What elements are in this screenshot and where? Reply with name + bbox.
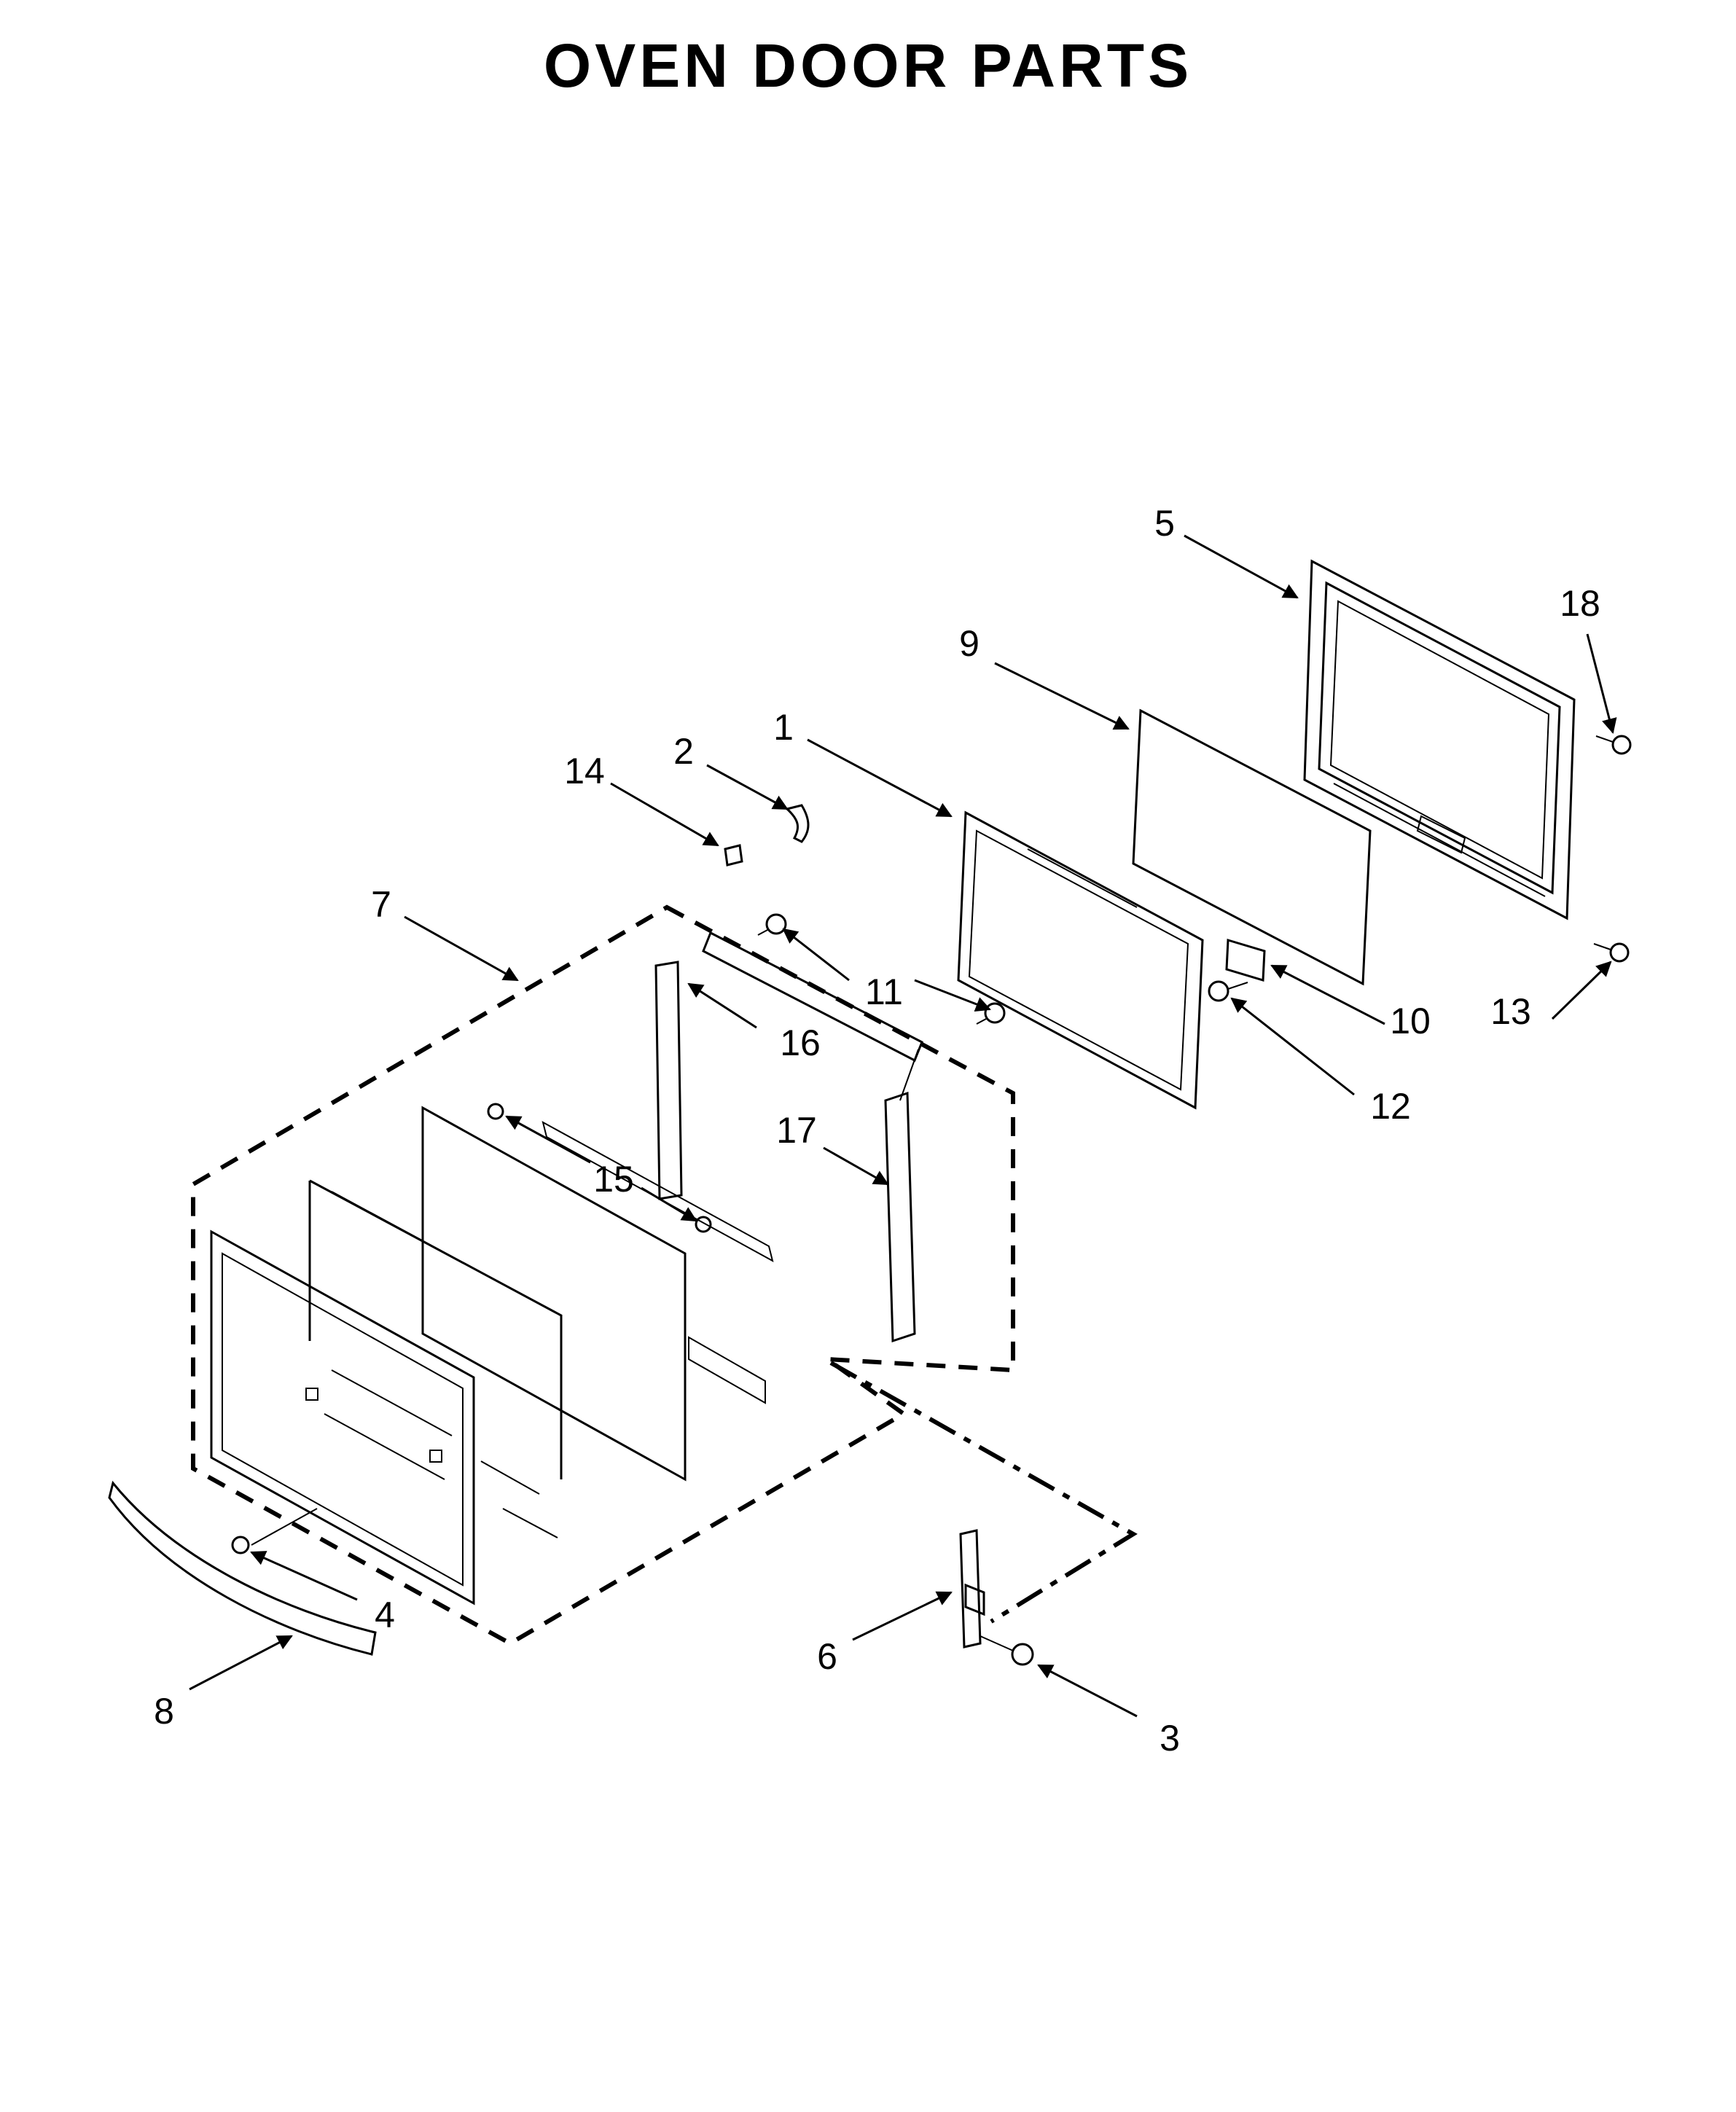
callout-3: 3 [1160, 1718, 1180, 1759]
part-5-outer-frame [1303, 559, 1576, 920]
callout-13: 13 [1490, 991, 1531, 1032]
callout-7: 7 [371, 884, 391, 925]
part-6-hinge [829, 1361, 1138, 1648]
part-3-screw [980, 1635, 1034, 1666]
part-9-glass [1132, 708, 1372, 986]
part-2-clip [784, 804, 810, 843]
outer-door-panel [210, 1229, 475, 1605]
callout-6: 6 [817, 1636, 837, 1677]
callout-5: 5 [1154, 503, 1175, 544]
callout-8: 8 [154, 1691, 174, 1732]
callout-2: 2 [673, 731, 694, 772]
part-18-screw [1595, 735, 1632, 755]
middle-glass-frame [308, 1179, 563, 1538]
part-13-screw [1593, 942, 1630, 963]
callout-4: 4 [375, 1595, 395, 1635]
callout-10: 10 [1390, 1001, 1431, 1041]
leader-lines [189, 534, 1617, 1718]
callout-9: 9 [959, 623, 980, 664]
part-16-side-rail [654, 931, 923, 1200]
part-15-spacer-bottom [695, 1216, 712, 1233]
callout-17: 17 [776, 1110, 817, 1151]
callout-12: 12 [1370, 1086, 1411, 1127]
callout-18: 18 [1560, 583, 1600, 624]
part-11-screw-right [976, 1002, 1006, 1025]
callout-16: 16 [780, 1022, 821, 1063]
part-17-side-rail [884, 1049, 919, 1343]
callout-11: 11 [865, 971, 903, 1012]
part-8-handle [108, 1480, 377, 1656]
part-4-screw [231, 1508, 318, 1554]
part-7-door-assembly-outline [191, 904, 1015, 1646]
callout-15: 15 [593, 1159, 634, 1200]
diagram-title: OVEN DOOR PARTS [543, 31, 1193, 100]
part-15-spacer-top [487, 1103, 504, 1120]
part-12-screw [1208, 980, 1248, 1002]
inner-glass-panel [421, 1106, 774, 1482]
callout-1: 1 [773, 707, 794, 748]
part-11-screw-left [757, 913, 787, 936]
part-10-bracket [1225, 939, 1266, 982]
part-14-clip [724, 844, 743, 867]
part-1-inner-panel [957, 810, 1204, 1110]
callout-14: 14 [564, 751, 605, 791]
